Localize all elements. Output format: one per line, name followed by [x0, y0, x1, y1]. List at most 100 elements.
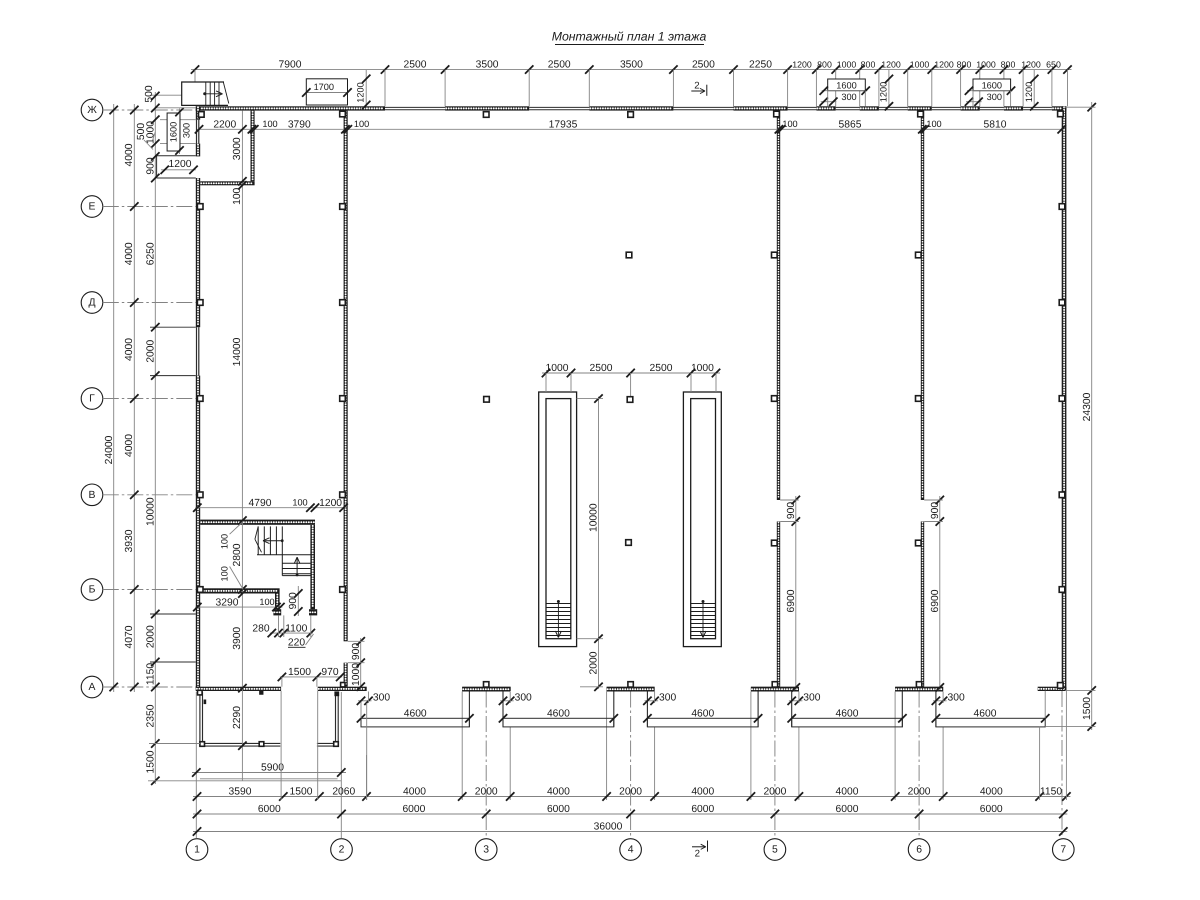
svg-text:100: 100: [259, 597, 274, 607]
svg-text:В: В: [89, 490, 96, 501]
svg-text:Ж: Ж: [87, 105, 97, 116]
svg-text:1200: 1200: [934, 60, 954, 70]
svg-text:14000: 14000: [232, 337, 243, 366]
svg-text:4000: 4000: [403, 787, 426, 798]
svg-text:2500: 2500: [548, 59, 571, 70]
svg-text:1000: 1000: [146, 121, 157, 144]
svg-text:10000: 10000: [588, 503, 599, 532]
svg-text:220: 220: [288, 637, 305, 648]
svg-text:3790: 3790: [288, 120, 311, 131]
svg-text:17935: 17935: [549, 120, 578, 131]
svg-text:2: 2: [339, 845, 345, 856]
svg-text:1200: 1200: [1021, 60, 1041, 70]
svg-text:3500: 3500: [476, 59, 499, 70]
svg-text:1700: 1700: [314, 82, 334, 92]
svg-text:900: 900: [288, 592, 299, 609]
svg-text:300: 300: [841, 92, 856, 102]
svg-text:5900: 5900: [261, 762, 284, 773]
svg-text:3000: 3000: [232, 137, 243, 160]
svg-text:1000: 1000: [351, 663, 362, 686]
svg-text:Монтажный план 1 этажа: Монтажный план 1 этажа: [552, 29, 707, 43]
svg-text:4600: 4600: [691, 709, 714, 720]
svg-text:5: 5: [772, 845, 778, 856]
svg-text:4600: 4600: [974, 709, 997, 720]
svg-text:6900: 6900: [786, 589, 797, 612]
svg-text:1600: 1600: [836, 81, 856, 91]
svg-text:2800: 2800: [232, 543, 243, 566]
svg-text:1500: 1500: [290, 787, 313, 798]
svg-text:900: 900: [786, 502, 797, 519]
svg-text:Д: Д: [88, 298, 95, 309]
svg-text:1200: 1200: [319, 498, 342, 509]
svg-text:800: 800: [861, 60, 876, 70]
svg-text:6000: 6000: [547, 804, 570, 815]
svg-text:4000: 4000: [980, 787, 1003, 798]
svg-text:2: 2: [695, 848, 700, 859]
svg-text:1500: 1500: [1082, 697, 1093, 720]
svg-text:900: 900: [145, 157, 156, 174]
svg-text:500: 500: [136, 123, 147, 140]
svg-text:970: 970: [321, 667, 338, 678]
svg-text:300: 300: [803, 693, 820, 704]
svg-text:2: 2: [694, 81, 699, 92]
svg-text:1: 1: [194, 845, 200, 856]
svg-text:3290: 3290: [216, 597, 239, 608]
svg-text:300: 300: [181, 123, 191, 138]
svg-text:2290: 2290: [232, 706, 243, 729]
svg-text:100: 100: [354, 119, 369, 129]
svg-text:1100: 1100: [285, 623, 307, 634]
svg-text:800: 800: [957, 60, 972, 70]
svg-text:300: 300: [987, 92, 1002, 102]
svg-text:100: 100: [220, 566, 230, 581]
svg-text:1000: 1000: [691, 363, 714, 374]
svg-text:10000: 10000: [145, 497, 156, 526]
svg-text:800: 800: [1001, 60, 1016, 70]
svg-text:100: 100: [926, 119, 941, 129]
svg-text:1000: 1000: [837, 60, 857, 70]
svg-text:Г: Г: [89, 394, 95, 405]
svg-text:1200: 1200: [169, 159, 192, 170]
svg-text:6000: 6000: [980, 804, 1003, 815]
svg-text:300: 300: [948, 693, 965, 704]
svg-text:1000: 1000: [910, 60, 930, 70]
svg-text:4000: 4000: [124, 338, 135, 361]
svg-text:2000: 2000: [145, 339, 156, 362]
svg-text:4790: 4790: [249, 498, 272, 509]
svg-text:500: 500: [144, 85, 155, 102]
svg-text:1200: 1200: [1024, 82, 1034, 102]
svg-text:1000: 1000: [976, 60, 996, 70]
svg-text:2500: 2500: [650, 363, 673, 374]
svg-text:900: 900: [351, 643, 362, 660]
svg-text:2350: 2350: [145, 704, 156, 727]
svg-text:1150: 1150: [145, 663, 156, 685]
svg-text:4: 4: [628, 845, 634, 856]
svg-text:2200: 2200: [213, 120, 236, 131]
svg-text:3900: 3900: [232, 627, 243, 650]
svg-text:4600: 4600: [547, 709, 570, 720]
svg-text:1150: 1150: [1040, 787, 1062, 798]
svg-text:2060: 2060: [332, 787, 355, 798]
svg-text:2000: 2000: [908, 787, 931, 798]
svg-text:300: 300: [373, 693, 390, 704]
svg-text:6000: 6000: [691, 804, 714, 815]
svg-text:4000: 4000: [547, 787, 570, 798]
svg-text:2500: 2500: [692, 59, 715, 70]
svg-text:1500: 1500: [288, 667, 311, 678]
svg-text:4000: 4000: [124, 143, 135, 166]
svg-text:4600: 4600: [404, 709, 427, 720]
svg-text:650: 650: [1046, 60, 1061, 70]
svg-text:100: 100: [292, 498, 307, 508]
svg-text:4000: 4000: [836, 787, 859, 798]
svg-text:Б: Б: [89, 585, 96, 596]
svg-text:100: 100: [782, 119, 797, 129]
svg-text:1200: 1200: [356, 82, 366, 102]
svg-text:1500: 1500: [145, 750, 156, 773]
svg-text:24300: 24300: [1082, 392, 1093, 421]
svg-text:36000: 36000: [594, 822, 623, 833]
svg-text:6000: 6000: [258, 804, 281, 815]
svg-text:1200: 1200: [879, 82, 889, 102]
svg-text:300: 300: [659, 693, 676, 704]
svg-text:5810: 5810: [984, 120, 1007, 131]
svg-text:4070: 4070: [124, 625, 135, 648]
svg-text:6: 6: [916, 845, 922, 856]
